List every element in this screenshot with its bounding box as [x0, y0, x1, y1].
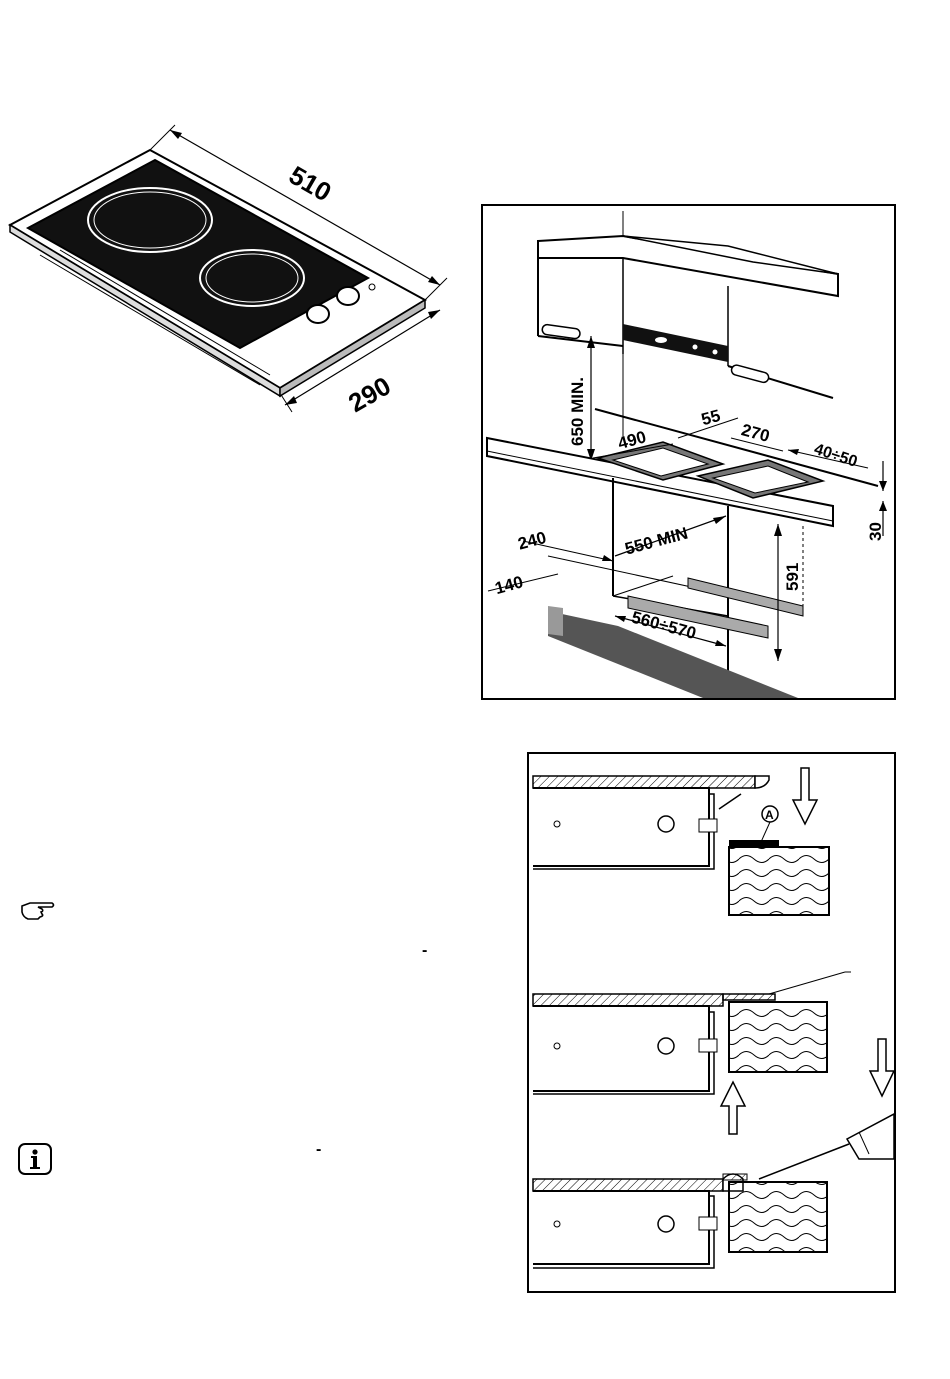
- label-a: A: [765, 808, 774, 822]
- dim-591: 591: [783, 563, 802, 591]
- dim-290: 290: [343, 371, 396, 419]
- hob-perspective-drawing: 510 290: [0, 120, 460, 430]
- dim-270: 270: [739, 420, 771, 446]
- dim-55: 55: [699, 406, 722, 429]
- dim-650-min: 650 MIN.: [568, 377, 587, 446]
- dash-mark-1: -: [422, 942, 427, 960]
- dash-mark-2: -: [316, 1141, 321, 1159]
- sealing-detail: A: [529, 754, 894, 1291]
- step-2-drawing: [533, 972, 894, 1134]
- dim-550-min: 550 MIN: [623, 524, 690, 559]
- dim-240: 240: [516, 528, 548, 554]
- installation-diagram-frame: 650 MIN. 55 490 270 40÷50 30 55: [481, 204, 896, 700]
- pointing-hand-icon: [20, 900, 56, 922]
- dim-30: 30: [866, 522, 885, 541]
- dim-140: 140: [493, 572, 525, 598]
- step-1-drawing: A: [533, 768, 829, 915]
- sealing-detail-frame: A: [527, 752, 896, 1293]
- dim-40-50: 40÷50: [812, 441, 860, 471]
- step-3-drawing: [533, 1114, 894, 1268]
- installation-diagram: 650 MIN. 55 490 270 40÷50 30 55: [483, 206, 894, 698]
- info-icon: [18, 1143, 52, 1175]
